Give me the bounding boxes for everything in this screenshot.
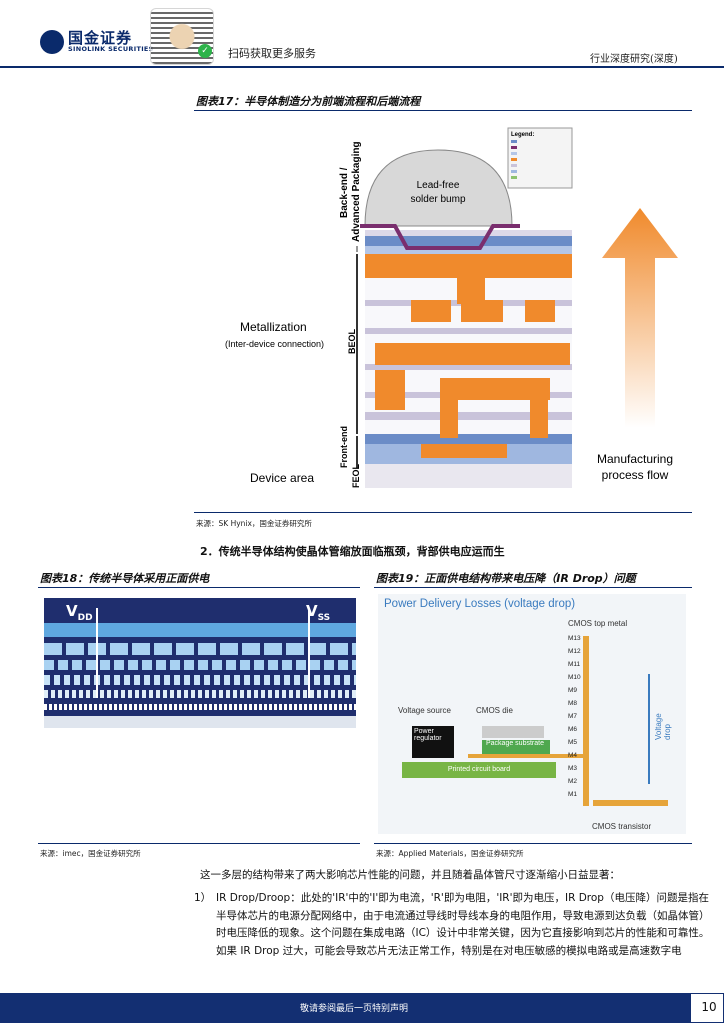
vss-label: VSS xyxy=(306,602,331,623)
beol-label: BEOL xyxy=(347,328,357,354)
interdevice-label: (Inter-device connection) xyxy=(225,339,324,349)
legend-swatches xyxy=(511,140,517,179)
package-substrate: Package substrate xyxy=(482,740,550,754)
figure-17-diagram: Lead-free solder bump Legend: Back-end /… xyxy=(225,127,678,488)
metal-layer-m2: M2 xyxy=(568,778,578,785)
voltage-drop-label: Voltage drop xyxy=(654,713,672,740)
frontend-label: Front-end xyxy=(339,426,349,468)
brand-name-en: SINOLINK SECURITIES xyxy=(68,45,154,53)
list-item-text: IR Drop/Droop：此处的'IR'中的'I'即为电流，'R'即为电阻，'… xyxy=(216,892,710,957)
adv-packaging-label: Advanced Packaging xyxy=(351,141,362,242)
figure-18-title-rule xyxy=(38,587,360,588)
feol-label: FEOL xyxy=(351,463,361,488)
page-number-box xyxy=(690,993,724,1023)
page-number: 10 xyxy=(701,1000,717,1014)
figure-19-title-rule xyxy=(374,587,692,588)
power-regulator: Power regulator xyxy=(412,726,454,758)
mfg-label-2: process flow xyxy=(602,468,669,482)
vdd-label: VDD xyxy=(66,602,93,623)
figure-17-title-rule xyxy=(194,110,692,111)
pcb-board: Printed circuit board xyxy=(402,762,556,778)
figure-18-image: VDD VSS xyxy=(44,598,356,728)
figure-18-title: 图表18：传统半导体采用正面供电 xyxy=(40,572,210,585)
backend-label: Back-end / xyxy=(339,167,350,218)
metal-layer-m1: M1 xyxy=(568,791,578,798)
figure-19-title: 图表19：正面供电结构带来电压降（IR Drop）问题 xyxy=(376,572,636,585)
qr-caption: 扫码获取更多服务 xyxy=(228,47,316,60)
footer-bar xyxy=(0,993,724,1023)
footer-disclaimer[interactable]: 敬请参阅最后一页特别声明 xyxy=(300,1004,409,1014)
metal-layer-m10: M10 xyxy=(568,674,581,681)
figure-19-source: 来源：Applied Materials，国金证券研究所 xyxy=(376,849,524,858)
metal-layer-m6: M6 xyxy=(568,726,578,733)
metallization-label: Metallization xyxy=(240,320,307,334)
mfg-label-1: Manufacturing xyxy=(597,452,673,466)
metal-layer-m3: M3 xyxy=(568,765,578,772)
solder-bump xyxy=(364,149,513,227)
up-arrow-icon xyxy=(602,208,678,428)
header-divider xyxy=(0,66,724,68)
metal-layer-m7: M7 xyxy=(568,713,578,720)
metal-layer-m9: M9 xyxy=(568,687,578,694)
figure-17-source: 来源：SK Hynix，国金证券研究所 xyxy=(196,519,312,528)
copper-interconnect xyxy=(365,254,572,458)
cmos-top-label: CMOS top metal xyxy=(568,619,628,628)
voltage-source-label: Voltage source xyxy=(398,706,451,715)
cmos-transistor-label: CMOS transistor xyxy=(592,822,652,831)
legend-label: Legend: xyxy=(511,132,534,138)
metal-layer-m11: M11 xyxy=(568,661,581,668)
body-intro: 这一多层的结构带来了两大影响芯片性能的问题，并且随着晶体管尺寸逐渐缩小日益显著： xyxy=(200,869,620,881)
list-item-number: 1） xyxy=(194,892,212,904)
section-heading: 2．传统半导体结构使晶体管缩放面临瓶颈，背部供电应运而生 xyxy=(200,545,505,558)
voltage-drop-heading: Power Delivery Losses (voltage drop) xyxy=(384,598,576,610)
wechat-icon: ✓ xyxy=(198,44,212,58)
cmos-die-label: CMOS die xyxy=(476,706,513,715)
bump-label-2: solder bump xyxy=(410,194,465,205)
report-type: 行业深度研究(深度) xyxy=(590,54,678,65)
figure-17-bottom-rule xyxy=(194,512,692,513)
brand-logo-icon xyxy=(40,30,64,54)
figure-19-bottom-rule xyxy=(374,843,692,844)
device-area-label: Device area xyxy=(250,471,314,485)
brand-name-cn: 国金证券 xyxy=(68,29,133,47)
metal-layer-m5: M5 xyxy=(568,739,578,746)
figure-18-source: 来源：imec，国金证券研究所 xyxy=(40,849,141,858)
metal-layer-m12: M12 xyxy=(568,648,581,655)
figure-19-image: Power Delivery Losses (voltage drop) CMO… xyxy=(378,594,686,834)
metal-layer-m13: M13 xyxy=(568,635,581,642)
figure-18-bottom-rule xyxy=(38,843,360,844)
bump-label-1: Lead-free xyxy=(417,180,460,191)
figure-17-title: 图表17：半导体制造分为前端流程和后端流程 xyxy=(196,95,421,108)
metal-layer-m4: M4 xyxy=(568,752,578,759)
metal-layer-m8: M8 xyxy=(568,700,578,707)
